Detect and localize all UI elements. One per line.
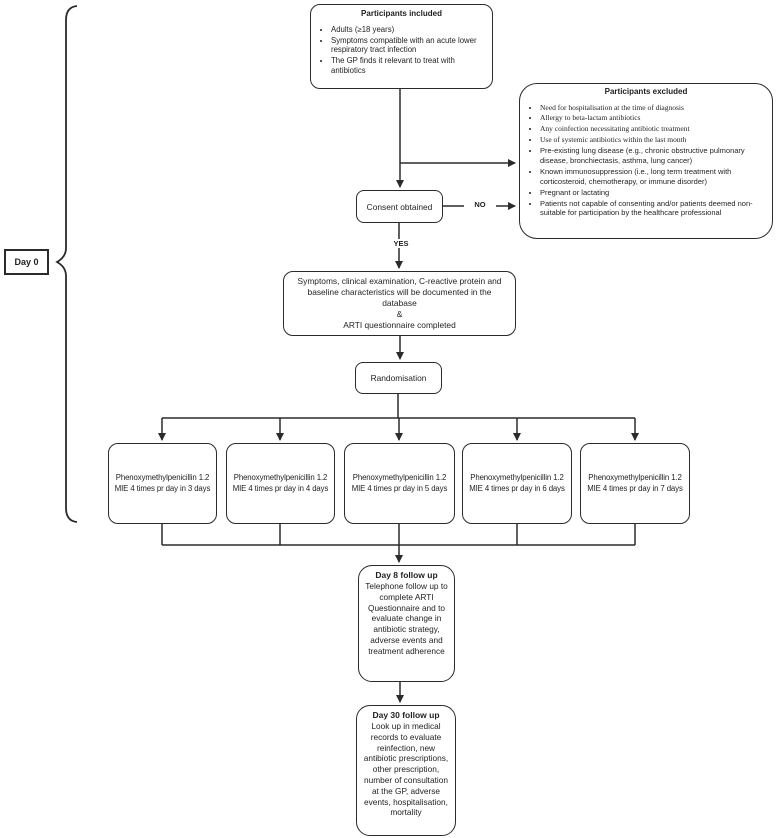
bullet-item: The GP finds it relevant to treat with a… — [331, 56, 486, 75]
arm-line1: Phenoxymethylpenicillin 1.2 — [588, 472, 682, 482]
bullet-item: Pregnant or lactating — [540, 188, 765, 198]
treatment-arm-3-days: Phenoxymethylpenicillin 1.2 MIE 4 times … — [108, 443, 217, 524]
bullet-item: Symptoms compatible with an acute lower … — [331, 36, 486, 55]
baseline-ampersand: & — [396, 308, 403, 319]
randomisation-box: Randomisation — [355, 362, 442, 394]
bullet-item: Pre-existing lung disease (e.g., chronic… — [540, 146, 765, 166]
participants-included-title: Participants included — [361, 9, 442, 18]
bullet-item: Need for hospitalisation at the time of … — [540, 103, 765, 113]
arm-line1: Phenoxymethylpenicillin 1.2 — [352, 472, 447, 482]
participants-excluded-list: Need for hospitalisation at the time of … — [523, 103, 769, 219]
bullet-item: Patients not capable of consenting and/o… — [540, 199, 765, 219]
consent-obtained-label: Consent obtained — [366, 201, 433, 212]
day8-followup-body: Telephone follow up to complete ARTI Que… — [365, 581, 448, 656]
baseline-line1: Symptoms, clinical examination, C-reacti… — [297, 276, 502, 309]
bullet-item: Use of systemic antibiotics within the l… — [540, 135, 765, 145]
participants-included-list: Adults (≥18 years)Symptoms compatible wi… — [313, 25, 490, 76]
arm-line2: MIE 4 times pr day in 4 days — [232, 483, 329, 493]
bullet-item: Allergy to beta-lactam antibiotics — [540, 113, 765, 123]
day30-followup-body: Look up in medical records to evaluate r… — [363, 721, 449, 818]
day8-followup-box: Day 8 follow up Telephone follow up to c… — [358, 565, 455, 682]
bullet-item: Adults (≥18 years) — [331, 25, 486, 35]
baseline-documentation-box: Symptoms, clinical examination, C-reacti… — [283, 271, 516, 336]
day0-label: Day 0 — [14, 257, 39, 267]
day30-followup-box: Day 30 follow up Look up in medical reco… — [356, 705, 456, 836]
consent-no-label: NO — [464, 200, 496, 209]
treatment-arm-4-days: Phenoxymethylpenicillin 1.2 MIE 4 times … — [226, 443, 335, 524]
treatment-arm-6-days: Phenoxymethylpenicillin 1.2 MIE 4 times … — [462, 443, 572, 524]
bullet-item: Any coinfection necessitating antibiotic… — [540, 124, 765, 134]
randomisation-label: Randomisation — [370, 373, 427, 383]
day8-followup-title: Day 8 follow up — [375, 570, 438, 580]
arm-line2: MIE 4 times pr day in 6 days — [469, 483, 565, 493]
consent-yes-label: YES — [385, 239, 417, 248]
baseline-line2: ARTI questionnaire completed — [343, 319, 456, 330]
arm-line2: MIE 4 times pr day in 7 days — [587, 483, 683, 493]
arm-line2: MIE 4 times pr day in 3 days — [114, 483, 211, 493]
participants-excluded-title: Participants excluded — [604, 87, 688, 96]
consent-obtained-box: Consent obtained — [356, 190, 443, 223]
arm-line1: Phenoxymethylpenicillin 1.2 — [470, 472, 564, 482]
arm-line2: MIE 4 times pr day in 5 days — [351, 483, 448, 493]
bullet-item: Known immunosuppression (i.e., long term… — [540, 167, 765, 187]
treatment-arm-5-days: Phenoxymethylpenicillin 1.2 MIE 4 times … — [344, 443, 455, 524]
treatment-arm-7-days: Phenoxymethylpenicillin 1.2 MIE 4 times … — [580, 443, 690, 524]
participants-included-box: Participants included Adults (≥18 years)… — [310, 4, 493, 89]
day30-followup-title: Day 30 follow up — [372, 710, 440, 720]
day0-box: Day 0 — [4, 249, 49, 275]
participants-excluded-box: Participants excluded Need for hospitali… — [519, 83, 773, 239]
arm-line1: Phenoxymethylpenicillin 1.2 — [233, 472, 328, 482]
arm-line1: Phenoxymethylpenicillin 1.2 — [115, 472, 210, 482]
